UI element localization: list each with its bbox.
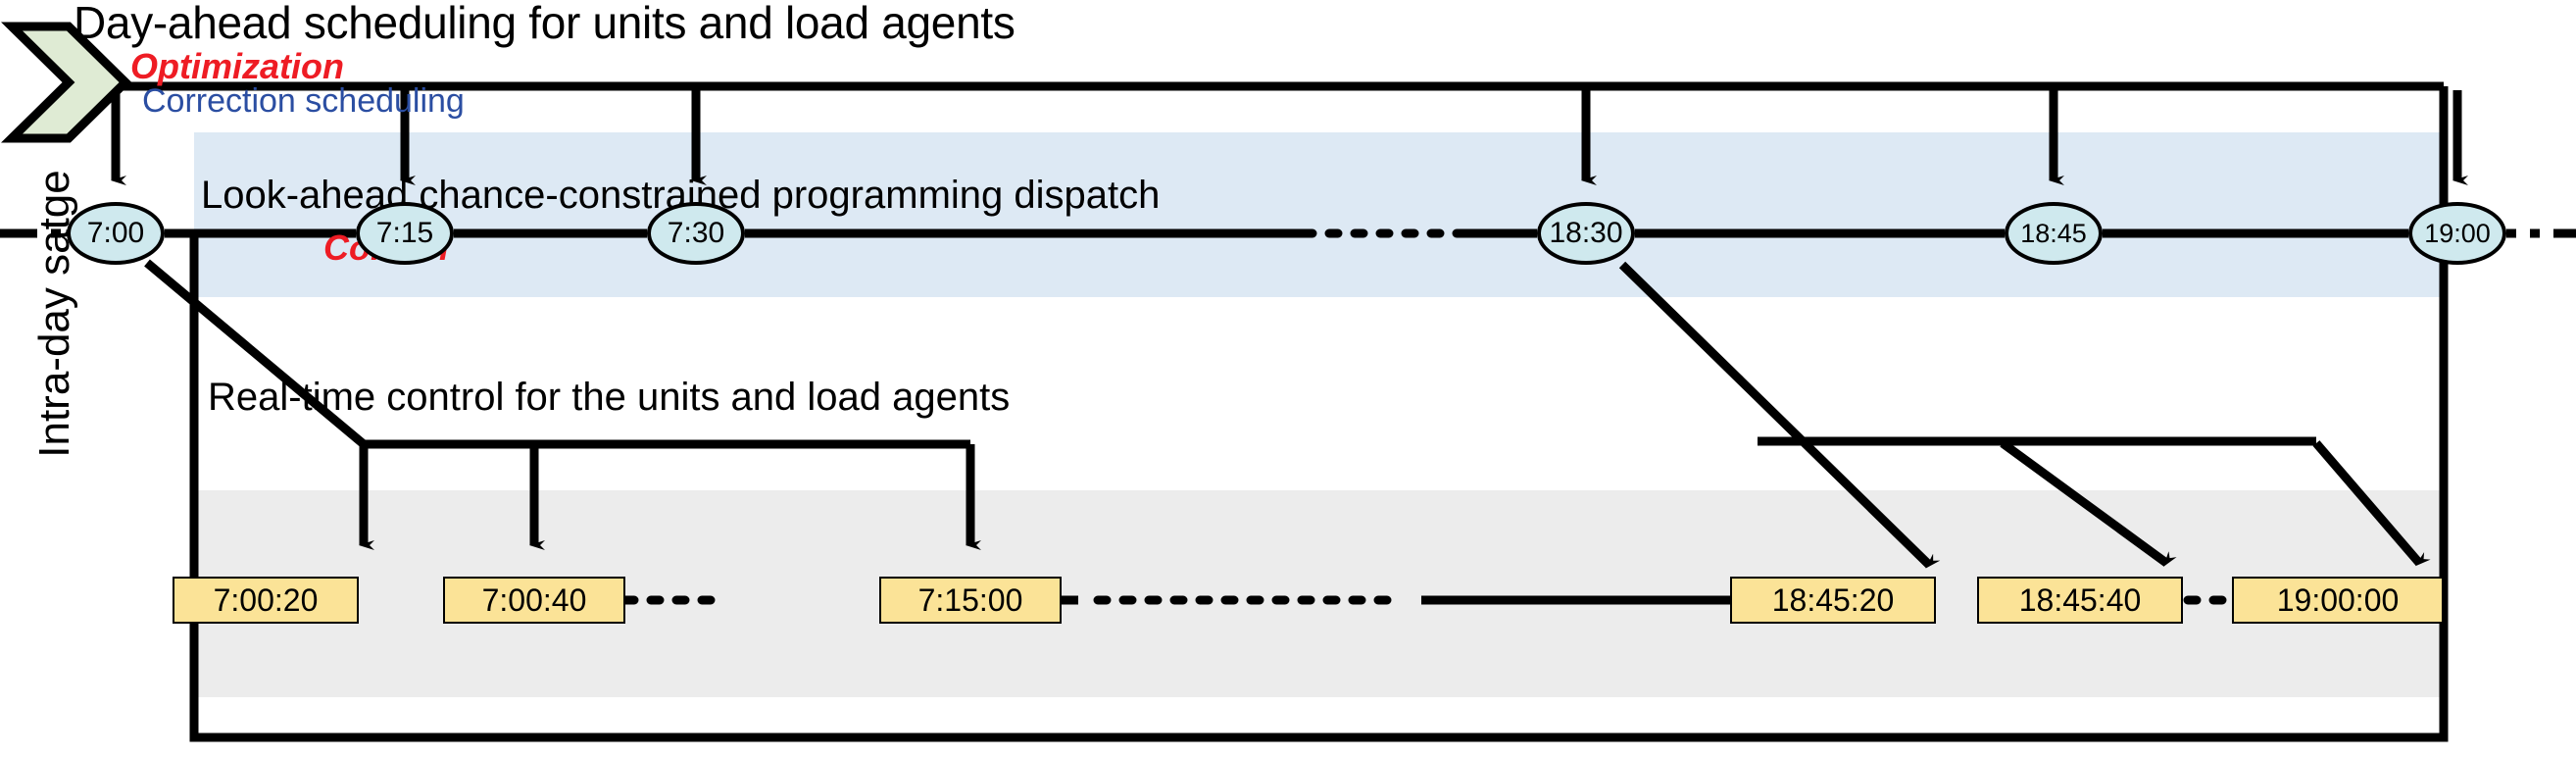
control-box[interactable]: 7:00:40 — [443, 577, 625, 624]
timeline-node[interactable]: 7:30 — [647, 202, 745, 265]
control-branch-right-diagonal — [1618, 261, 1941, 569]
control-box[interactable]: 18:45:40 — [1977, 577, 2183, 624]
control-arrow-right-2 — [2000, 439, 2177, 568]
control-box[interactable]: 19:00:00 — [2232, 577, 2444, 624]
control-box[interactable]: 7:00:20 — [173, 577, 359, 624]
timeline-node[interactable]: 19:00 — [2408, 202, 2506, 265]
intraday-container-border — [189, 86, 2449, 742]
label-correction-scheduling: Correction scheduling — [142, 82, 465, 120]
page-title: Day-ahead scheduling for units and load … — [74, 0, 1016, 48]
control-box[interactable]: 7:15:00 — [879, 577, 1062, 624]
control-branch-left-diagonal — [144, 259, 367, 448]
chevron-right-arrow-icon — [1, 22, 132, 143]
label-optimization: Optimization — [130, 46, 344, 86]
control-box[interactable]: 18:45:20 — [1730, 577, 1936, 624]
timeline-node[interactable]: 18:45 — [2005, 202, 2103, 265]
timeline-node[interactable]: 7:15 — [356, 202, 454, 265]
timeline-node[interactable]: 18:30 — [1537, 202, 1635, 265]
side-label-intraday-stage: Intra-day satge — [30, 170, 78, 458]
control-arrow-right-3 — [2312, 440, 2431, 567]
label-realtime-control: Real-time control for the units and load… — [208, 376, 1011, 419]
timeline-node[interactable]: 7:00 — [67, 202, 165, 265]
